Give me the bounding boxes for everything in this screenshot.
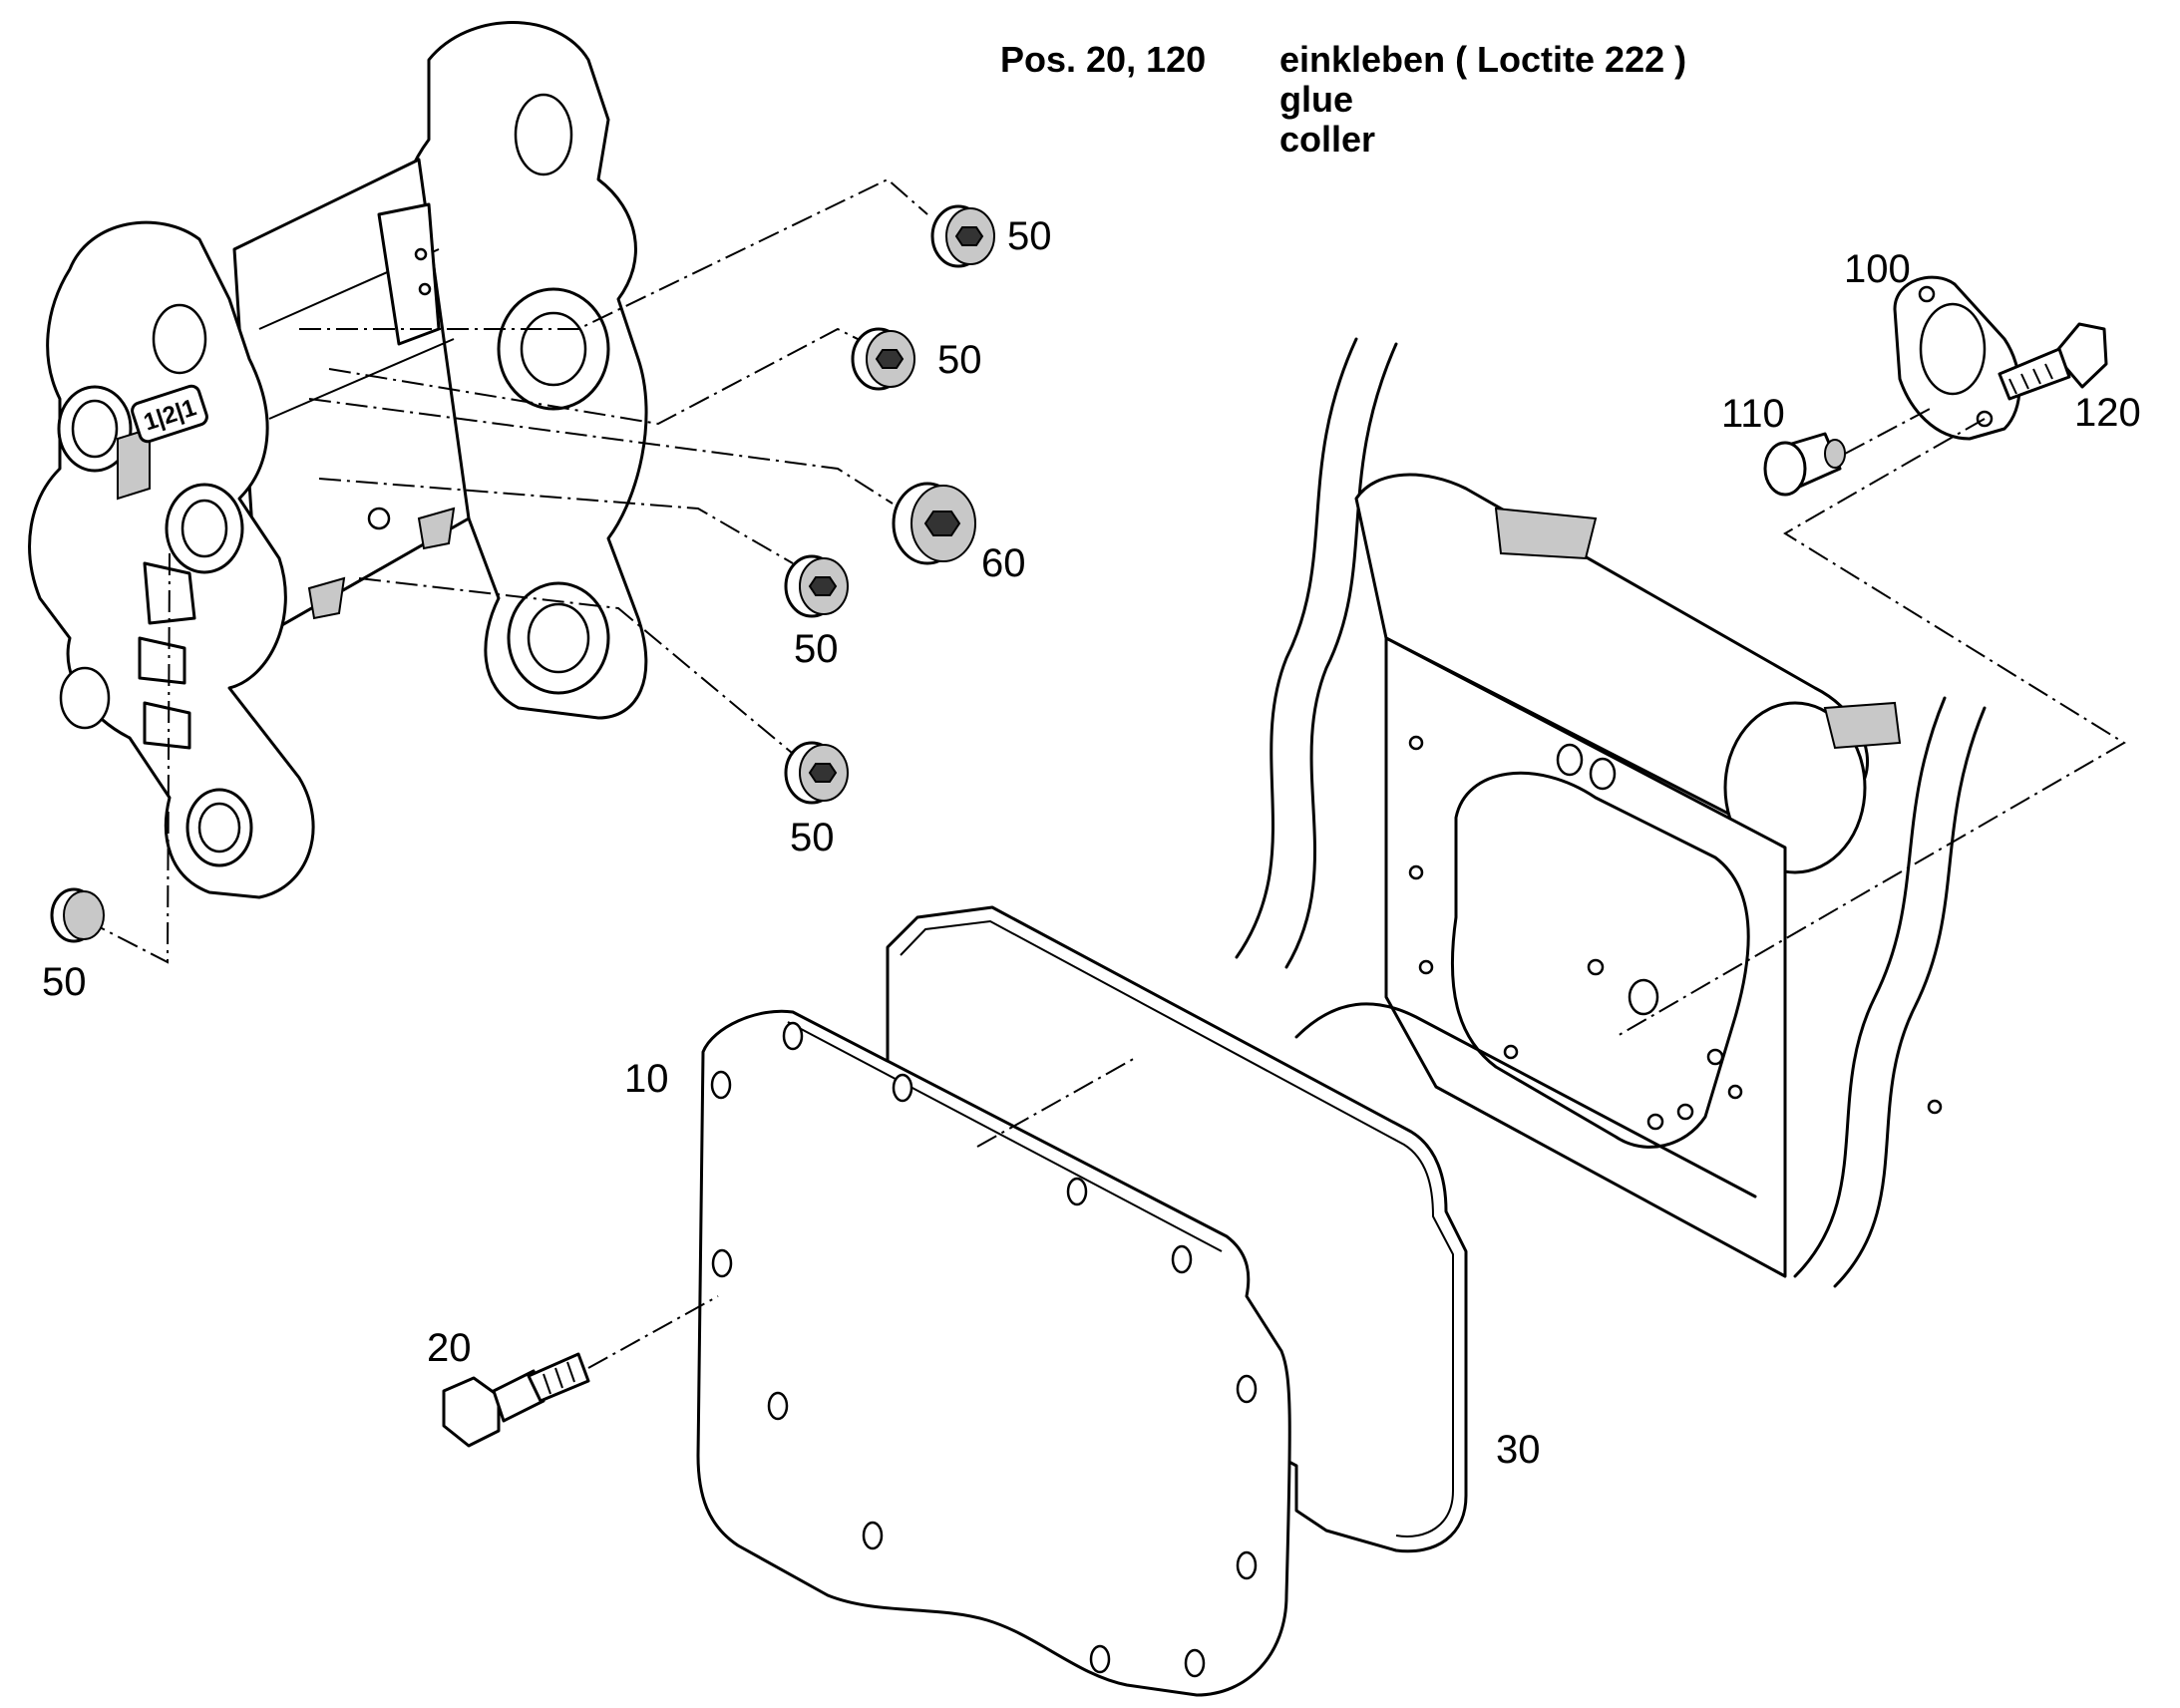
- frame-window: [1450, 771, 1750, 1149]
- plug-50-a: [930, 204, 995, 268]
- front-top-hole: [152, 303, 207, 375]
- callout-50: 50: [1007, 214, 1052, 258]
- callout-100: 100: [1844, 247, 1911, 291]
- callout-50: 50: [937, 338, 982, 382]
- bolt-20: [442, 1352, 590, 1448]
- bolt-120: [1998, 322, 2108, 401]
- callout-110: 110: [1721, 392, 1785, 436]
- callout-10: 10: [624, 1057, 669, 1101]
- cover-10: [696, 1009, 1291, 1697]
- callout-120: 120: [2074, 391, 2141, 435]
- plug-60: [892, 482, 976, 565]
- leader-lines-right: [1615, 408, 2126, 1038]
- fitting-110: [1763, 432, 1846, 497]
- callout-60: 60: [981, 541, 1026, 585]
- callout-50: 50: [790, 816, 835, 859]
- flange-100: [1893, 275, 2021, 441]
- marking-plate: 1|2|1: [131, 384, 208, 444]
- leader-lines-left: [99, 177, 928, 964]
- assembly-note: Pos. 20, 120 einkleben ( Loctite 222 ) g…: [1000, 39, 1686, 160]
- callout-20: 20: [427, 1326, 472, 1370]
- frame-housing: [1235, 337, 1987, 1288]
- plug-50-b: [851, 327, 915, 391]
- callout-30: 30: [1496, 1428, 1541, 1472]
- note-line-en: glue: [1279, 79, 1353, 120]
- note-line-de: einkleben ( Loctite 222 ): [1279, 39, 1686, 80]
- plug-50-e: [50, 887, 105, 943]
- note-line-fr: coller: [1279, 119, 1375, 160]
- leader-lines-cover: [587, 1056, 1138, 1369]
- note-ref: Pos. 20, 120: [1000, 39, 1206, 80]
- plug-50-c: [784, 554, 849, 618]
- callout-50: 50: [794, 627, 839, 671]
- plug-50-d: [784, 741, 849, 805]
- cover-bolt-holes: [710, 1021, 1258, 1678]
- rear-lug-hole: [514, 93, 573, 176]
- callouts: 50 50 60 50 50 50 100 110 120 10 20 30: [42, 214, 2141, 1472]
- bracket-assembly: 1|2|1: [28, 21, 648, 899]
- callout-50: 50: [42, 960, 87, 1004]
